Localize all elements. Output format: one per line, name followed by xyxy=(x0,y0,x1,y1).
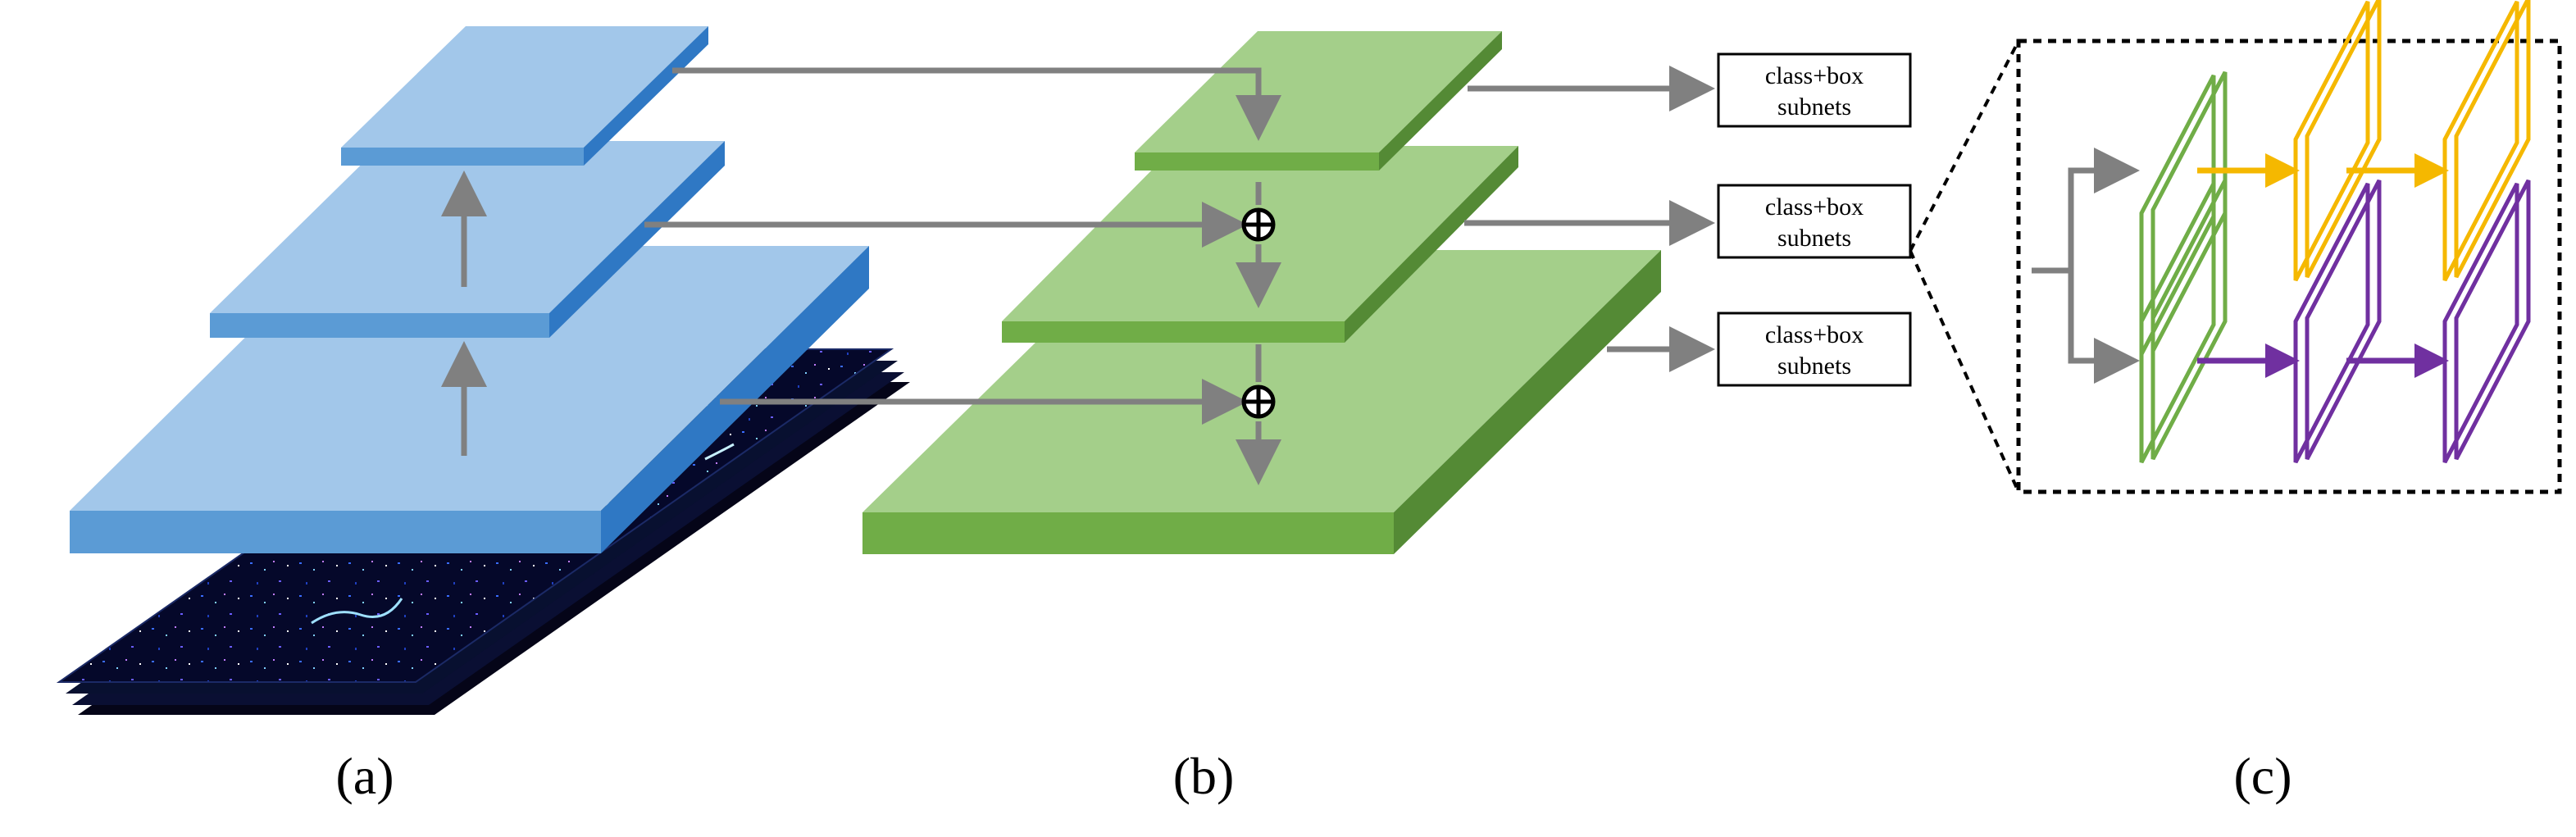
caption-c: (c) xyxy=(2233,747,2292,805)
subnet-box-2-line1: class+box xyxy=(1765,193,1864,221)
panel-b: class+box subnets class+box subnets clas… xyxy=(644,31,1912,554)
panel-a xyxy=(56,26,910,715)
subnet-box-1-line2: subnets xyxy=(1777,93,1851,121)
subnet-input-plane-lower xyxy=(2139,179,2228,464)
caption-b: (b) xyxy=(1173,747,1235,805)
subnet-box-3-line1: class+box xyxy=(1765,321,1864,348)
subnet-box-3-line2: subnets xyxy=(1777,353,1851,380)
box-plane-2 xyxy=(2442,179,2531,464)
callout-line-bottom xyxy=(1909,250,2020,493)
callout-line-top xyxy=(1909,40,2020,252)
fpn-layer-top xyxy=(1135,31,1502,171)
split-arrow-upper xyxy=(2068,148,2140,271)
sum-node-middle-icon xyxy=(1241,207,1276,242)
class-plane-1 xyxy=(2293,0,2382,282)
caption-a: (a) xyxy=(335,747,394,805)
backbone-layer-top xyxy=(341,26,708,166)
split-arrow-lower xyxy=(2068,271,2140,384)
subnet-box-1: class+box subnets xyxy=(1717,52,1912,128)
box-plane-1 xyxy=(2293,179,2382,464)
panel-c xyxy=(1909,0,2562,494)
subnet-box-2-line2: subnets xyxy=(1777,225,1851,252)
sum-node-bottom-icon xyxy=(1241,384,1276,419)
fpn-layer-bottom xyxy=(862,250,1661,554)
lateral-connection-top xyxy=(672,67,1281,141)
subnet-box-2: class+box subnets xyxy=(1717,184,1912,259)
class-plane-2 xyxy=(2442,0,2531,282)
subnet-detail-frame xyxy=(2016,39,2562,494)
backbone-layer-middle xyxy=(210,141,725,338)
subnet-box-3: class+box subnets xyxy=(1717,312,1912,387)
subnet-box-1-line1: class+box xyxy=(1765,62,1864,89)
